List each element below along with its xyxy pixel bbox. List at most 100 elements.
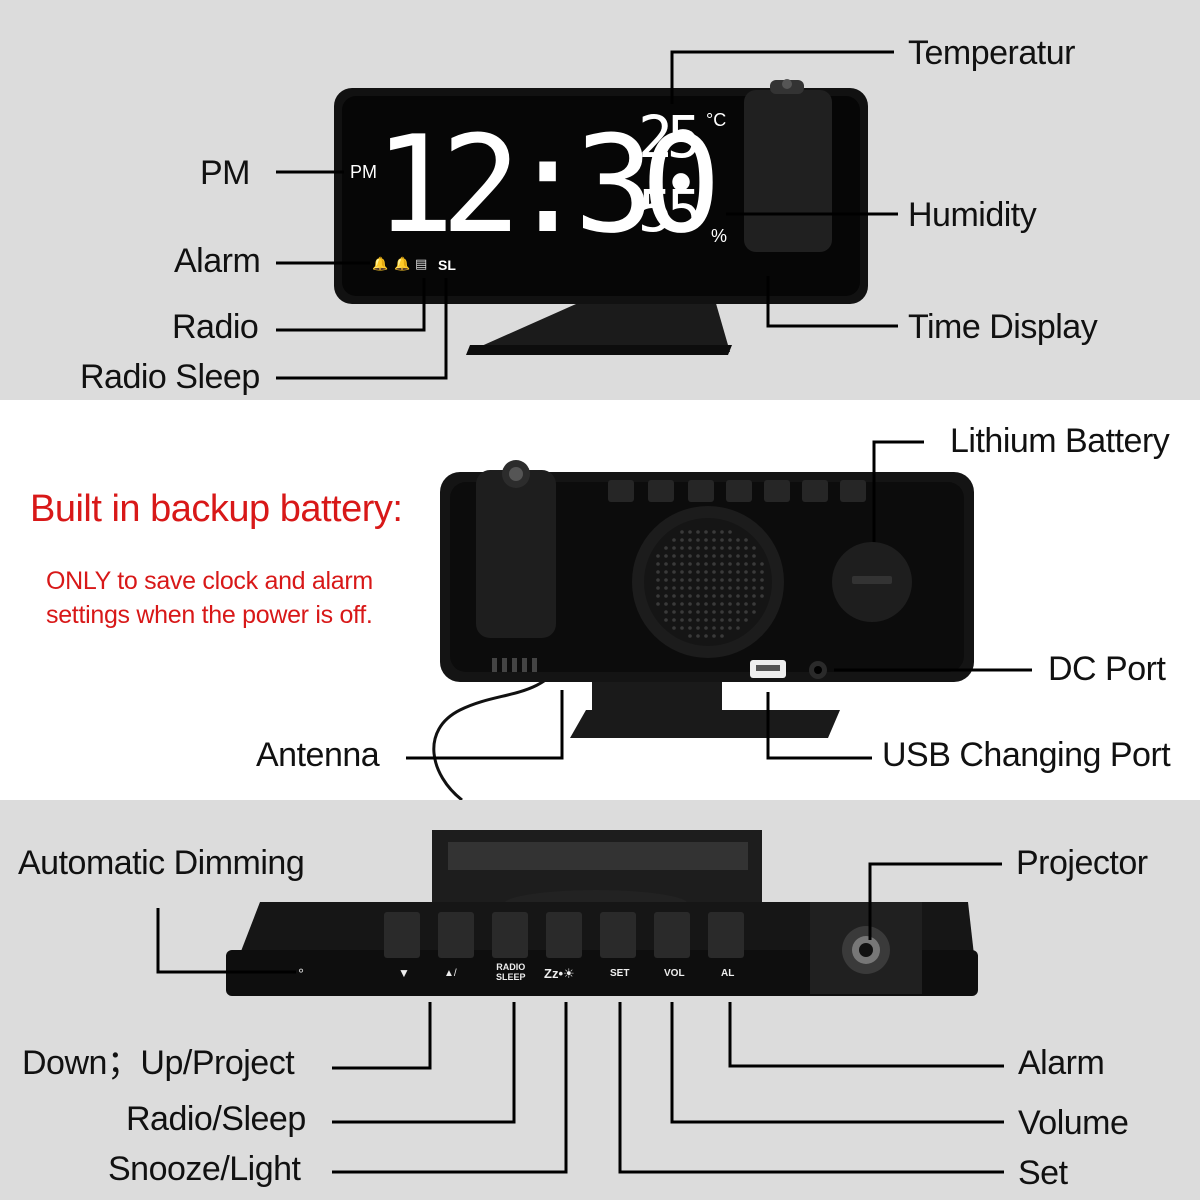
- speaker-hole: [688, 634, 692, 638]
- speaker-hole: [696, 634, 700, 638]
- speaker-hole: [744, 562, 748, 566]
- light-sun-icon: ☀: [563, 966, 575, 981]
- speaker-hole: [680, 530, 684, 534]
- speaker-hole: [712, 586, 716, 590]
- speaker-hole: [752, 578, 756, 582]
- speaker-hole: [672, 562, 676, 566]
- temperature-unit: °C: [706, 110, 727, 130]
- speaker-hole: [720, 610, 724, 614]
- speaker-hole: [736, 626, 740, 630]
- speaker-hole: [736, 586, 740, 590]
- speaker-hole: [680, 618, 684, 622]
- speaker-hole: [704, 554, 708, 558]
- speaker-hole: [696, 594, 700, 598]
- label-projector: Projector: [1016, 844, 1148, 882]
- speaker-hole: [744, 570, 748, 574]
- snooze-legend-text: Zz•: [544, 966, 563, 981]
- speaker-hole: [688, 554, 692, 558]
- speaker-hole: [656, 554, 660, 558]
- speaker-hole: [688, 530, 692, 534]
- speaker-hole: [744, 610, 748, 614]
- speaker-hole: [728, 570, 732, 574]
- label-radio-sleep: Radio Sleep: [80, 358, 260, 396]
- speaker-hole: [744, 578, 748, 582]
- top-view-panel: ⚬ ▼ ▲/ RADIO SLEEP Zz•☀ SET VOL AL Autom…: [0, 800, 1200, 1200]
- speaker-hole: [688, 578, 692, 582]
- label-radio: Radio: [172, 308, 259, 346]
- button-up-legend[interactable]: ▲/: [444, 968, 457, 979]
- speaker-hole: [704, 594, 708, 598]
- speaker-hole: [688, 538, 692, 542]
- label-alarm-button: Alarm: [1018, 1044, 1105, 1082]
- speaker-hole: [744, 594, 748, 598]
- label-volume: Volume: [1018, 1104, 1129, 1142]
- speaker-hole: [728, 618, 732, 622]
- speaker-hole: [744, 602, 748, 606]
- button-vol-legend[interactable]: VOL: [664, 968, 685, 979]
- speaker-hole: [712, 610, 716, 614]
- clock-top-illustration: [156, 830, 1004, 1174]
- speaker-hole: [688, 562, 692, 566]
- speaker-hole: [664, 610, 668, 614]
- speaker-hole: [688, 618, 692, 622]
- speaker-hole: [696, 578, 700, 582]
- speaker-hole: [680, 554, 684, 558]
- speaker-hole: [688, 610, 692, 614]
- speaker-hole: [720, 538, 724, 542]
- speaker-hole: [760, 586, 764, 590]
- speaker-hole: [672, 554, 676, 558]
- speaker-hole: [656, 570, 660, 574]
- speaker-hole: [696, 538, 700, 542]
- button-radio-sleep-legend[interactable]: RADIO SLEEP: [496, 962, 526, 982]
- speaker-hole: [720, 562, 724, 566]
- speaker-hole: [680, 626, 684, 630]
- speaker-hole: [752, 554, 756, 558]
- button-snooze-legend[interactable]: Zz•☀: [544, 966, 575, 982]
- speaker-hole: [672, 578, 676, 582]
- speaker-hole: [752, 594, 756, 598]
- speaker-hole: [712, 634, 716, 638]
- speaker-hole: [704, 562, 708, 566]
- speaker-hole: [728, 578, 732, 582]
- speaker-hole: [712, 530, 716, 534]
- speaker-hole: [704, 634, 708, 638]
- button-down-legend[interactable]: ▼: [398, 966, 410, 980]
- sleep-legend-text: SLEEP: [496, 972, 526, 982]
- speaker-hole: [720, 570, 724, 574]
- speaker-hole: [656, 602, 660, 606]
- speaker-hole: [704, 610, 708, 614]
- speaker-hole: [752, 546, 756, 550]
- speaker-hole: [704, 570, 708, 574]
- speaker-hole: [680, 586, 684, 590]
- button-set-legend[interactable]: SET: [610, 968, 630, 979]
- speaker-hole: [736, 602, 740, 606]
- leader-lines-middle: [406, 440, 1032, 760]
- speaker-hole: [680, 570, 684, 574]
- speaker-hole: [728, 626, 732, 630]
- speaker-hole: [736, 594, 740, 598]
- speaker-hole: [656, 594, 660, 598]
- speaker-hole: [680, 602, 684, 606]
- humidity-readout: 55: [638, 177, 702, 245]
- label-set: Set: [1018, 1154, 1068, 1192]
- speaker-hole: [720, 618, 724, 622]
- speaker-hole: [720, 546, 724, 550]
- label-snooze-light: Snooze/Light: [108, 1150, 301, 1188]
- clock-rear-illustration: [406, 440, 1032, 800]
- button-al-legend[interactable]: AL: [721, 968, 735, 979]
- speaker-hole: [664, 562, 668, 566]
- speaker-hole: [680, 546, 684, 550]
- speaker-hole: [688, 626, 692, 630]
- speaker-hole: [728, 602, 732, 606]
- speaker-hole: [744, 618, 748, 622]
- speaker-hole: [672, 538, 676, 542]
- speaker-hole: [736, 554, 740, 558]
- speaker-hole: [752, 602, 756, 606]
- speaker-hole: [720, 594, 724, 598]
- speaker-hole: [736, 538, 740, 542]
- speaker-hole: [704, 602, 708, 606]
- speaker-hole: [712, 546, 716, 550]
- speaker-hole: [728, 586, 732, 590]
- dimming-sensor-icon: ⚬: [296, 964, 307, 978]
- speaker-hole: [696, 546, 700, 550]
